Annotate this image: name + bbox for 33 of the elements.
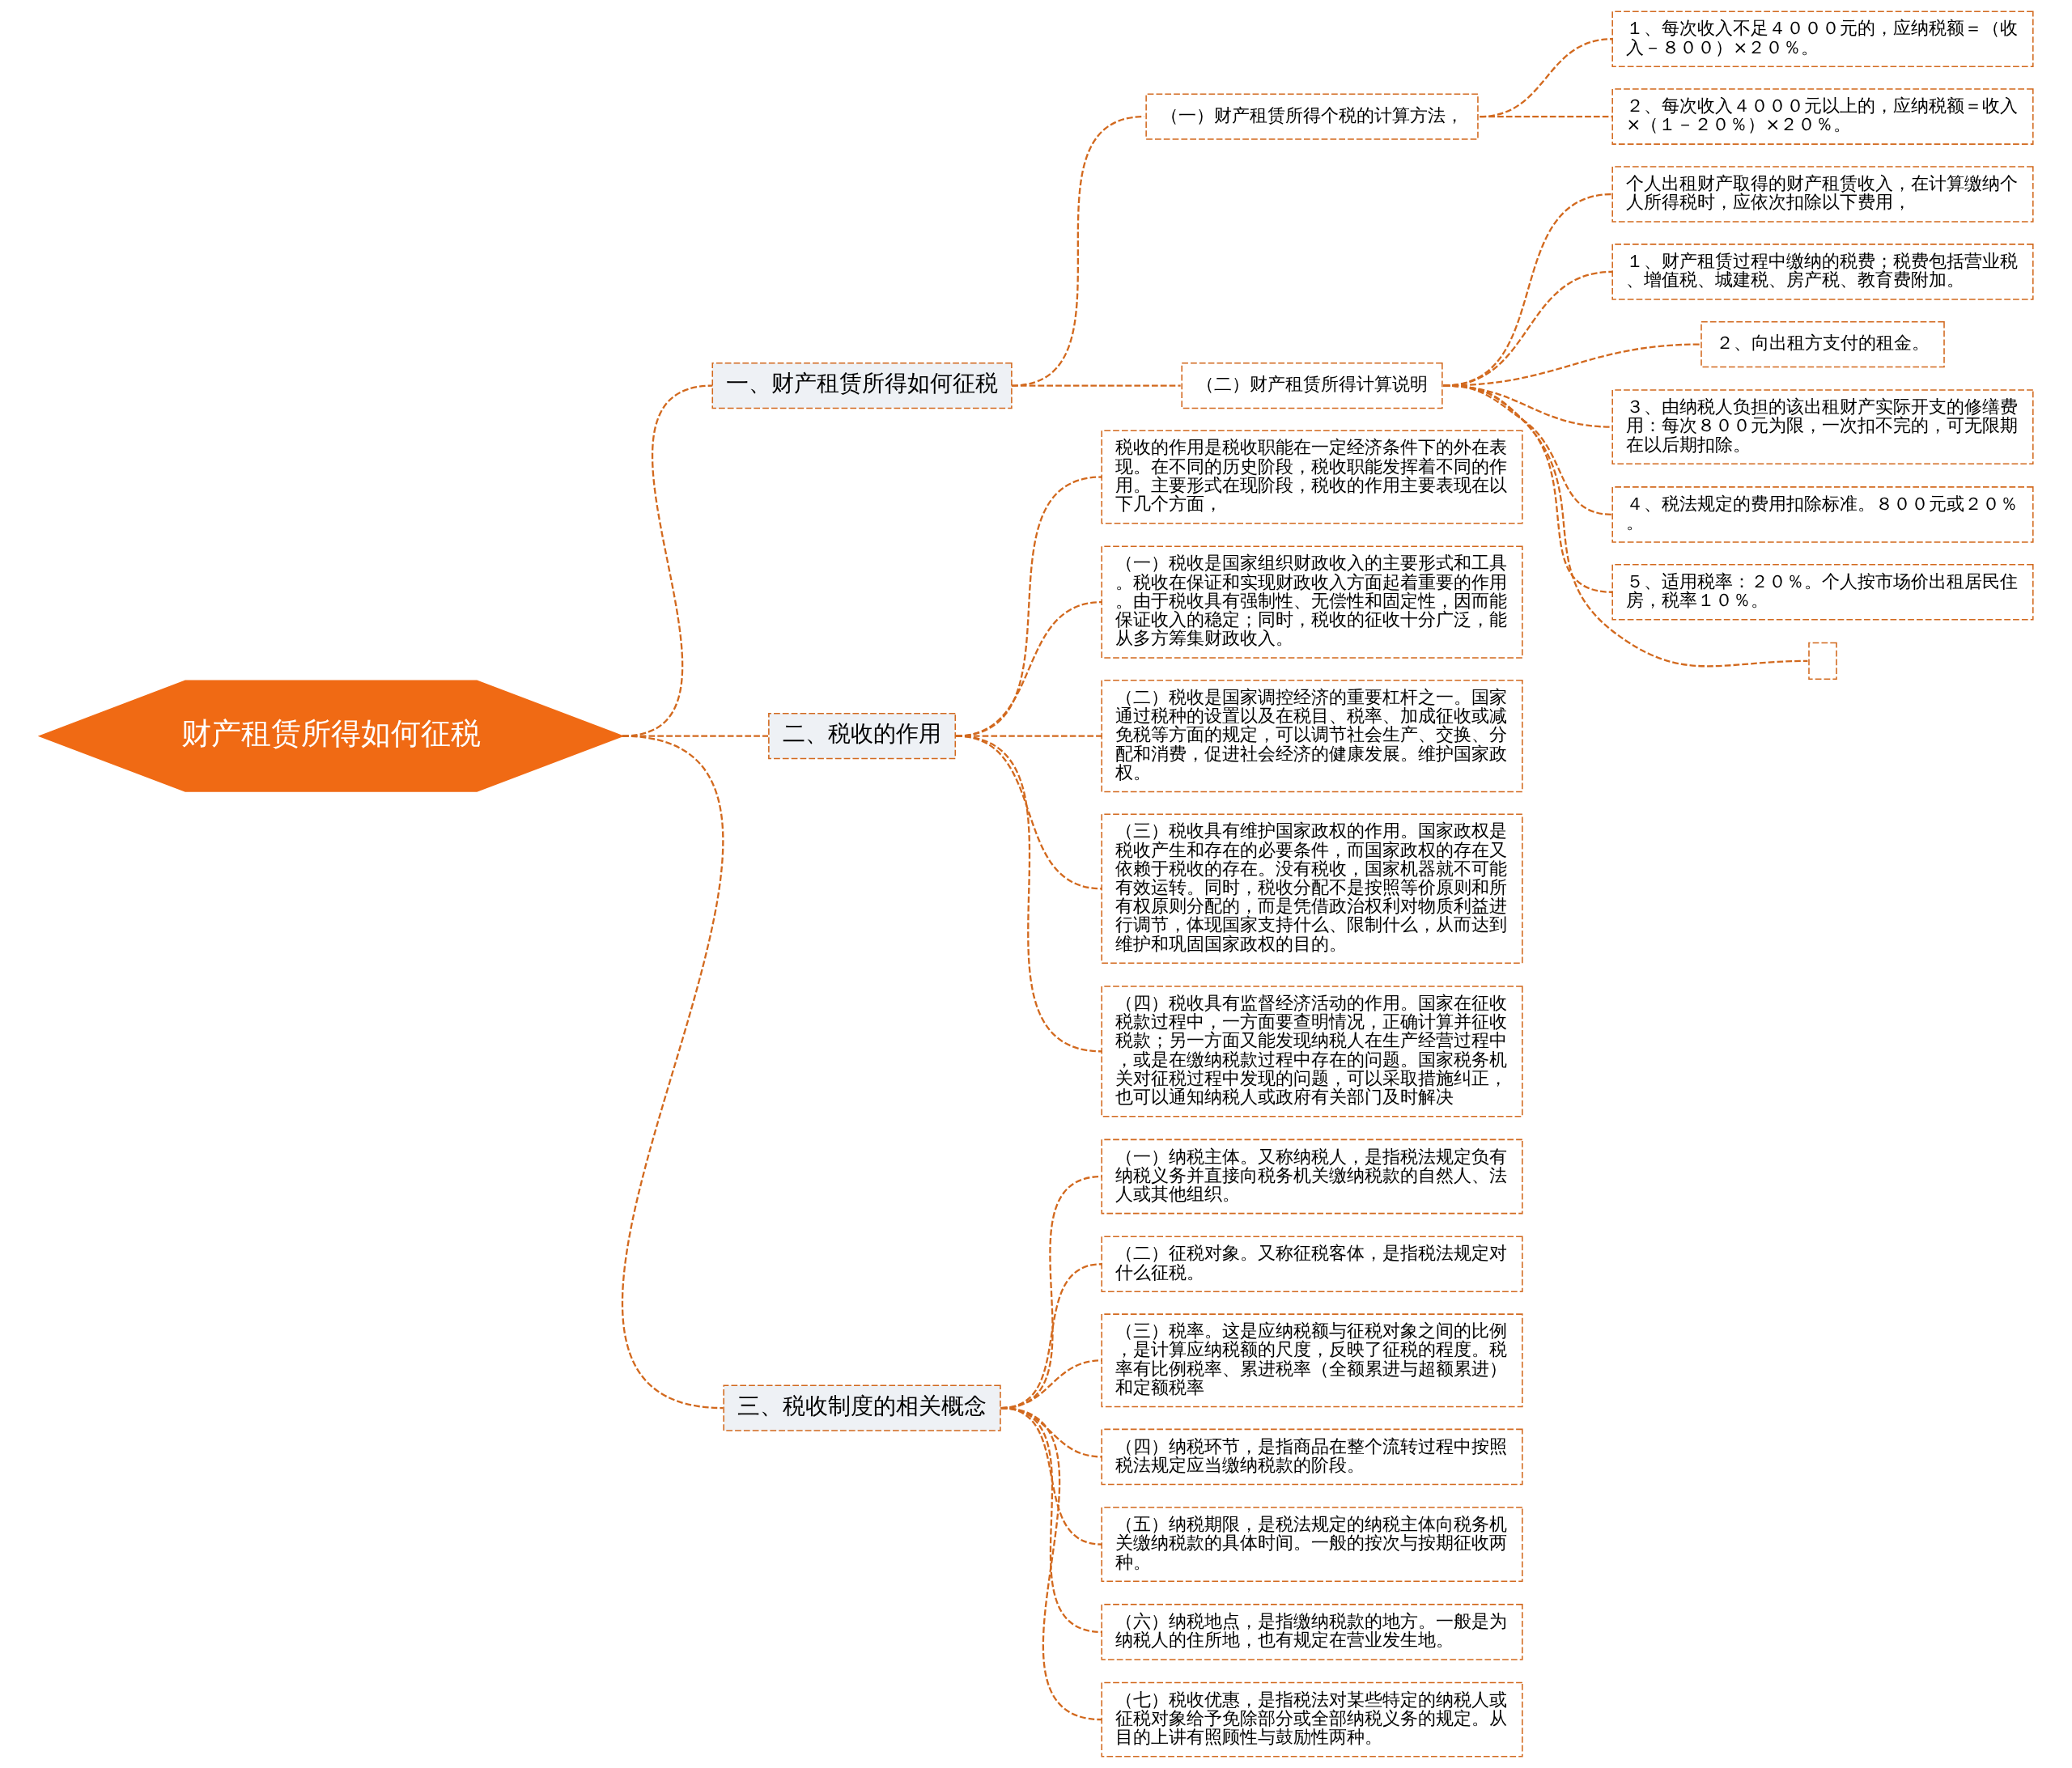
node-box: （七）税收优惠，是指税法对某些特定的纳税人或征税对象给予免除部分或全部纳税义务的规定。从目的上讲有照顾性与鼓励性两种。 [1100,1681,1523,1757]
node-box: 一、财产租赁所得如何征税 [711,363,1013,409]
node-box: （三）税收具有维护国家政权的作用。国家政权是税收产生和存在的必要条件，而国家政权的存在又依赖于税收的存在。没有税收，国家机器就不可能有效运转。同时，税收分配不是按照等价原则和所有权原则分配的，而是凭借政治权利对物质利益进行调节，体现国家支持什么、限制什么，从而达到维护和巩固国家政权的目的。 [1100,813,1523,965]
node-box: （五）纳税期限，是税法规定的纳税主体向税务机关缴纳税款的具体时间。一般的按次与按期征收两种。 [1100,1507,1523,1583]
connector [1000,1406,1102,1721]
node-box: ３、由纳税人负担的该出租财产实际开支的修缮费用：每次８００元为限，一次扣不完的，可无限期在以后期扣除。 [1611,389,2034,465]
node-box: 个人出租财产取得的财产租赁收入，在计算缴纳个人所得税时，应依次扣除以下费用， [1611,166,2034,223]
node-box: （一）财产租赁所得个税的计算方法， [1144,93,1479,140]
node-box: （三）税率。这是应纳税额与征税对象之间的比例，是计算应纳税额的尺度，反映了征税的程度。税率有比例税率、累进税率（全额累进与超额累进）和定额税率 [1100,1313,1523,1408]
node-box [1807,642,1837,680]
node-box: １、每次收入不足４０００元的，应纳税额＝（收入－８００）×２０％。 [1611,11,2034,68]
node-box: （一）纳税主体。又称纳税人，是指税法规定负有纳税义务并直接向税务机关缴纳税款的自然人、法人或其他组织。 [1100,1138,1523,1215]
node-box: （四）纳税环节，是指商品在整个流转过程中按照税法规定应当缴纳税款的阶段。 [1100,1428,1523,1486]
node-box: 税收的作用是税收职能在一定经济条件下的外在表现。在不同的历史阶段，税收职能发挥着不同的作用。主要形式在现阶段，税收的作用主要表现在以下几个方面， [1100,430,1523,524]
connector [1011,384,1181,387]
connector [1479,38,1612,118]
connector [955,735,1102,1053]
node-box: （二）征税对象。又称征税客体，是指税法规定对什么征税。 [1100,1236,1523,1293]
node-box: （四）税收具有监督经济活动的作用。国家在征收税款过程中，一方面要查明情况，正确计算并征收税款；另一方面又能发现纳税人在生产经营过程中，或是在缴纳税款过程中存在的问题。国家税务机关对征税过程中发现的问题，可以采取措施纠正，也可以通知纳税人或政府有关部门及时解决 [1100,986,1523,1117]
node-box: （二）税收是国家调控经济的重要杠杆之一。国家通过税种的设置以及在税目、税率、加成征收或减免税等方面的规定，可以调节社会生产、交换、分配和消费，促进社会经济的健康发展。维护国家政权。 [1100,680,1523,793]
connector [621,735,724,1410]
node-box: ５、适用税率：２０％。个人按市场价出租居民住房，税率１０％。 [1611,564,2034,621]
node-box: （六）纳税地点，是指缴纳税款的地方。一般是为纳税人的住所地，也有规定在营业发生地。 [1100,1604,1523,1660]
node-box: １、财产租赁过程中缴纳的税费；税费包括营业税、增值税、城建税、房产税、教育费附加。 [1611,244,2034,300]
node-box: ２、每次收入４０００元以上的，应纳税额＝收入×（１－２０％）×２０％。 [1611,88,2034,145]
node-box: （二）财产租赁所得计算说明 [1180,363,1443,409]
node-box: 三、税收制度的相关概念 [722,1384,1001,1431]
node-box: ４、税法规定的费用扣除标准。８００元或２０％。 [1611,486,2034,543]
node-box: ２、向出租方支付的租金。 [1700,320,1945,368]
connector [1479,115,1612,118]
connector [1442,384,1807,668]
node-box: 二、税收的作用 [767,713,956,760]
node-box: （一）税收是国家组织财政收入的主要形式和工具。税收在保证和实现财政收入方面起着重要的作用。由于税收具有强制性、无偿性和固定性，因而能保证收入的稳定；同时，税收的征收十分广泛，能从多方筹集财政收入。 [1100,545,1523,659]
